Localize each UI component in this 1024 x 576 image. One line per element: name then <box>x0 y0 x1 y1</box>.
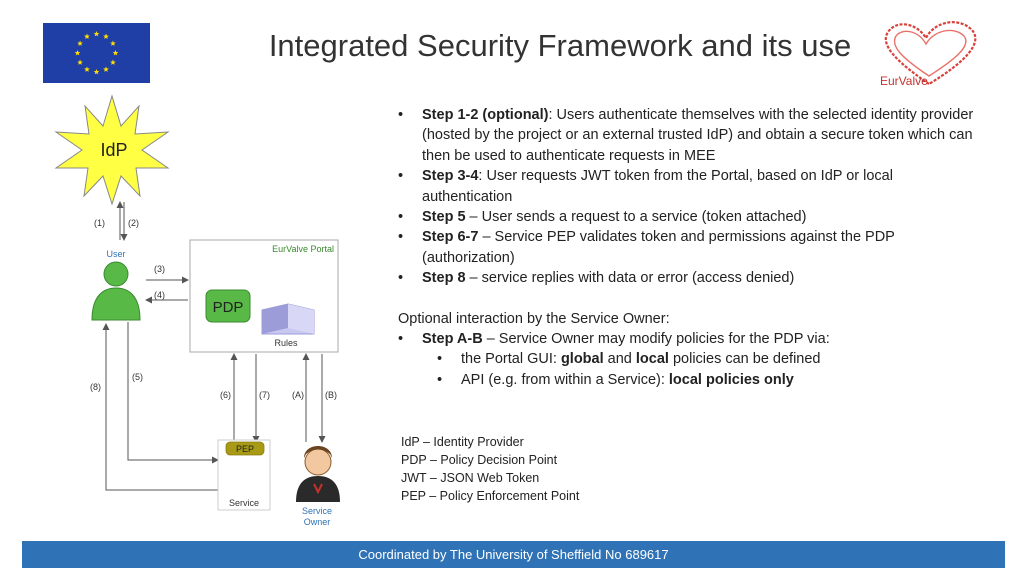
page-title: Integrated Security Framework and its us… <box>268 28 852 63</box>
optional-step: Step A-B – Service Owner may modify poli… <box>398 329 978 350</box>
optional-intro: Optional interaction by the Service Owne… <box>398 310 670 327</box>
arrow-label-2: (2) <box>128 218 139 228</box>
step-item-2: Step 3-4: User requests JWT token from t… <box>398 166 978 207</box>
eu-star <box>103 33 109 39</box>
optional-sub-item-2: API (e.g. from within a Service): local … <box>437 370 978 391</box>
step-item-4: Step 6-7 – Service PEP validates token a… <box>398 227 978 268</box>
service-label: Service <box>229 498 259 508</box>
arrow-label-4: (4) <box>154 290 165 300</box>
glossary-item: PDP – Policy Decision Point <box>401 453 558 467</box>
step-item-1: Step 1-2 (optional): Users authenticate … <box>398 105 978 166</box>
eu-star <box>84 66 90 72</box>
arrow-label-5: (5) <box>132 372 143 382</box>
pdp-label: PDP <box>213 299 244 316</box>
user-icon[interactable] <box>91 261 141 321</box>
eu-star <box>112 50 119 56</box>
footer-banner: Coordinated by The University of Sheffie… <box>22 541 1005 568</box>
step-item-5: Step 8 – service replies with data or er… <box>398 268 978 289</box>
pdp-box[interactable] <box>205 289 251 323</box>
service-owner-icon[interactable] <box>296 446 340 502</box>
eu-star <box>93 69 100 75</box>
eu-star <box>93 31 100 37</box>
rules-label: Rules <box>274 338 298 348</box>
arrow-label-6: (6) <box>220 390 231 400</box>
security-diagram: IdP (1) (2) User EurValve Portal PDP Rul… <box>54 90 380 540</box>
arrow-label-b: (B) <box>325 390 337 400</box>
service-owner-label-line2: Owner <box>304 517 331 527</box>
eu-stars-icon <box>74 31 119 75</box>
eurvalve-heart-logo <box>884 21 977 86</box>
service-owner-label-line1: Service <box>302 506 332 516</box>
eu-star <box>77 59 83 65</box>
idp-label: IdP <box>100 140 127 160</box>
glossary-item: IdP – Identity Provider <box>401 435 524 449</box>
arrow-label-1: (1) <box>94 218 105 228</box>
glossary-item: JWT – JSON Web Token <box>401 471 540 485</box>
arrow-label-3: (3) <box>154 264 165 274</box>
steps-list: Step 1-2 (optional): Users authenticate … <box>398 105 978 391</box>
arrow-label-7: (7) <box>259 390 270 400</box>
portal-label: EurValve Portal <box>272 244 334 254</box>
rules-shape[interactable] <box>261 303 315 335</box>
arrow-label-8: (8) <box>90 382 101 392</box>
eu-star <box>110 59 116 65</box>
eu-star <box>84 33 90 39</box>
step-item-3: Step 5 – User sends a request to a servi… <box>398 207 978 228</box>
eu-star <box>103 66 109 72</box>
eu-star <box>77 40 83 46</box>
user-label: User <box>106 249 125 259</box>
optional-sub-item-1: the Portal GUI: global and local policie… <box>437 349 978 370</box>
pep-label: PEP <box>236 444 254 454</box>
logo-text: EurValve <box>880 74 928 88</box>
eu-star <box>74 50 81 56</box>
arrow-label-a: (A) <box>292 390 304 400</box>
eu-star <box>110 40 116 46</box>
idp-star-shape[interactable] <box>54 94 170 206</box>
glossary-item: PEP – Policy Enforcement Point <box>401 489 580 503</box>
eu-flag-logo <box>43 23 150 83</box>
pep-box[interactable] <box>225 441 265 456</box>
glossary: IdP – Identity Provider PDP – Policy Dec… <box>401 433 579 505</box>
